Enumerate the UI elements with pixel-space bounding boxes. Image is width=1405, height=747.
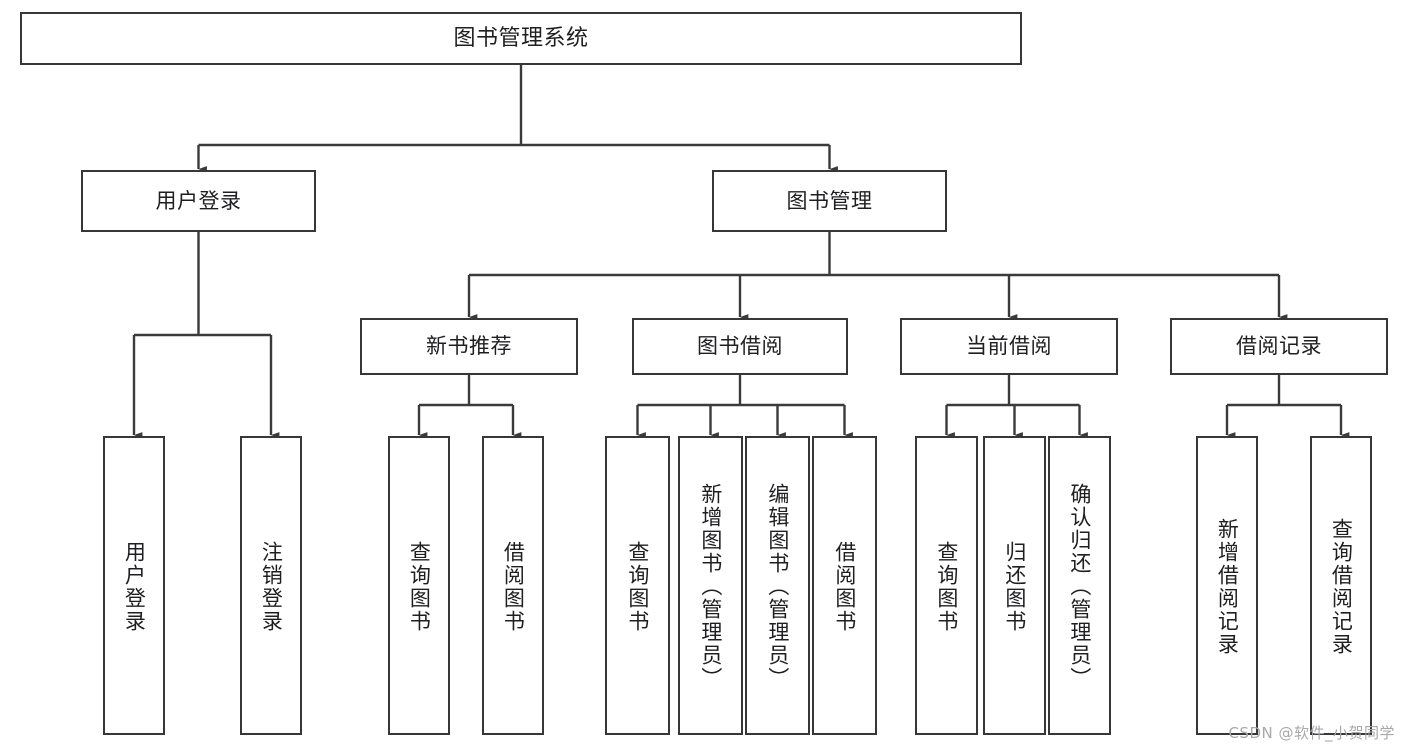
node-l8[interactable]: 借阅图书	[812, 436, 877, 735]
node-l3[interactable]: 查询图书	[388, 436, 450, 735]
node-l6[interactable]: 新增图书（管理员）	[678, 436, 743, 735]
node-label: 查询图书	[407, 540, 432, 633]
node-l7[interactable]: 编辑图书（管理员）	[745, 436, 810, 735]
node-l5[interactable]: 查询图书	[605, 436, 670, 735]
node-label: 图书管理	[786, 188, 873, 213]
node-label: 注销登录	[259, 540, 284, 633]
node-newbook[interactable]: 新书推荐	[360, 318, 578, 375]
node-root[interactable]: 图书管理系统	[20, 12, 1022, 65]
node-label: 编辑图书（管理员）	[765, 483, 790, 690]
node-current[interactable]: 当前借阅	[900, 318, 1118, 375]
node-label: 图书管理系统	[453, 25, 589, 51]
node-label: 新增图书（管理员）	[698, 483, 723, 690]
node-label: 新书推荐	[426, 334, 512, 359]
watermark-text: CSDN @软件_小贺同学	[1228, 724, 1395, 742]
node-l4[interactable]: 借阅图书	[482, 436, 544, 735]
node-label: 图书借阅	[697, 334, 783, 359]
node-label: 查询图书	[625, 540, 650, 633]
node-l9[interactable]: 查询图书	[915, 436, 978, 735]
node-label: 新增借阅记录	[1215, 517, 1240, 656]
node-label: 查询借阅记录	[1329, 517, 1354, 656]
node-l12[interactable]: 新增借阅记录	[1196, 436, 1258, 735]
node-label: 借阅记录	[1236, 334, 1322, 359]
node-bookmgmt[interactable]: 图书管理	[712, 170, 947, 232]
node-records[interactable]: 借阅记录	[1170, 318, 1388, 375]
node-login[interactable]: 用户登录	[81, 170, 316, 232]
node-borrow[interactable]: 图书借阅	[632, 318, 848, 375]
node-l2[interactable]: 注销登录	[240, 436, 302, 735]
node-label: 确认归还（管理员）	[1067, 483, 1092, 690]
node-l11[interactable]: 确认归还（管理员）	[1048, 436, 1111, 735]
node-label: 归还图书	[1002, 540, 1027, 633]
node-l13[interactable]: 查询借阅记录	[1310, 436, 1372, 735]
node-l1[interactable]: 用户登录	[103, 436, 165, 735]
node-label: 用户登录	[155, 188, 242, 213]
node-label: 借阅图书	[832, 540, 857, 633]
node-label: 查询图书	[934, 540, 959, 633]
node-label: 当前借阅	[966, 334, 1052, 359]
node-label: 借阅图书	[501, 540, 526, 633]
node-l10[interactable]: 归还图书	[983, 436, 1046, 735]
node-label: 用户登录	[122, 540, 147, 633]
